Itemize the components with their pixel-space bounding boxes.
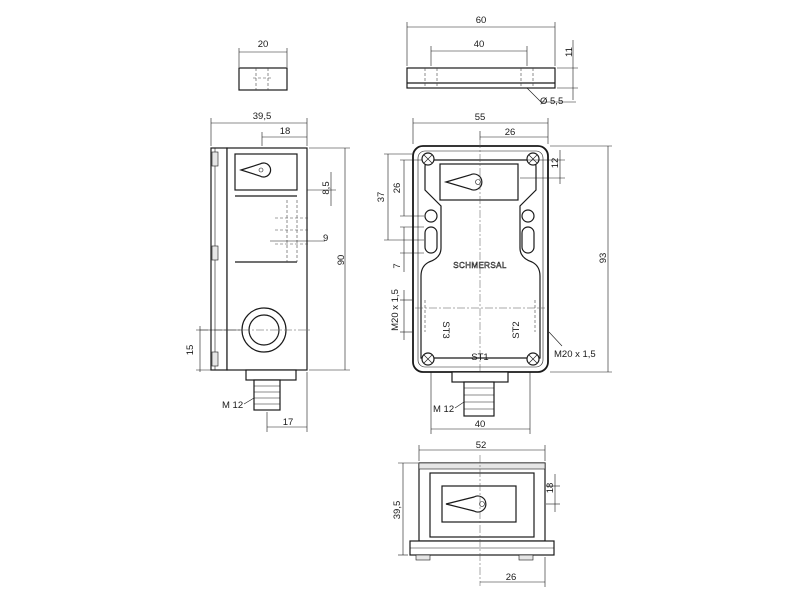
dim-bottom-view-cutout-width: 26 <box>506 572 517 583</box>
front-view-left-entry-label: M20 x 1,5 <box>390 289 401 331</box>
side-view: 39,5 18 8,5 9 90 15 M 12 17 <box>185 111 350 432</box>
screw-bottom-right-icon <box>526 352 540 366</box>
screw-top-right-icon <box>526 152 540 166</box>
dim-front-view-slot-height: 26 <box>392 183 403 194</box>
front-view-connector-label: M 12 <box>433 404 454 415</box>
dim-front-view-height: 93 <box>598 253 609 264</box>
dim-rear-view-hole-dia: Ø 5,5 <box>540 96 563 107</box>
dim-side-view-height: 90 <box>336 255 347 266</box>
front-view-right-entry-label: M20 x 1,5 <box>554 349 596 360</box>
dim-rear-view-height: 11 <box>564 47 575 57</box>
dim-front-view-cutout-width: 26 <box>505 127 516 138</box>
dim-bottom-view-width: 52 <box>476 440 487 451</box>
brand-logo: SCHMERSAL <box>453 261 507 270</box>
top-view: 20 <box>238 39 288 91</box>
dim-front-view-width: 55 <box>475 112 486 123</box>
front-view: SCHMERSAL ST1 ST2 ST3 55 26 12 3 <box>376 112 612 434</box>
dim-bottom-view-depth: 39,5 <box>392 501 403 520</box>
dim-front-view-base-width: 40 <box>475 419 486 430</box>
port-st1-label: ST1 <box>471 352 488 363</box>
dim-front-view-cutout-offset: 12 <box>550 158 561 169</box>
rear-view: 60 40 11 Ø 5,5 <box>406 15 578 107</box>
bottom-view: 52 39,5 18 26 <box>392 440 560 587</box>
dim-side-view-inner: 9 <box>323 233 328 244</box>
screw-top-left-icon <box>421 152 435 166</box>
side-view-connector-label: M 12 <box>222 400 243 411</box>
dim-rear-view-width: 60 <box>476 15 487 26</box>
port-st2-label: ST2 <box>511 321 522 338</box>
port-st3-label: ST3 <box>440 321 451 338</box>
dim-front-view-top-section: 37 <box>376 192 387 203</box>
dim-side-view-depth: 39,5 <box>253 111 272 122</box>
dim-side-view-offset: 8,5 <box>321 181 332 194</box>
screw-bottom-left-icon <box>421 352 435 366</box>
dim-front-view-slot-gap: 7 <box>392 263 403 268</box>
dim-bottom-view-cutout: 18 <box>545 483 556 494</box>
dim-side-view-connector-width: 17 <box>283 417 294 428</box>
dim-top-view-width: 20 <box>258 39 269 50</box>
dim-side-view-entry: 15 <box>185 345 196 356</box>
dim-rear-view-hole-spacing: 40 <box>474 39 485 50</box>
dim-side-view-cutout: 18 <box>280 126 291 137</box>
